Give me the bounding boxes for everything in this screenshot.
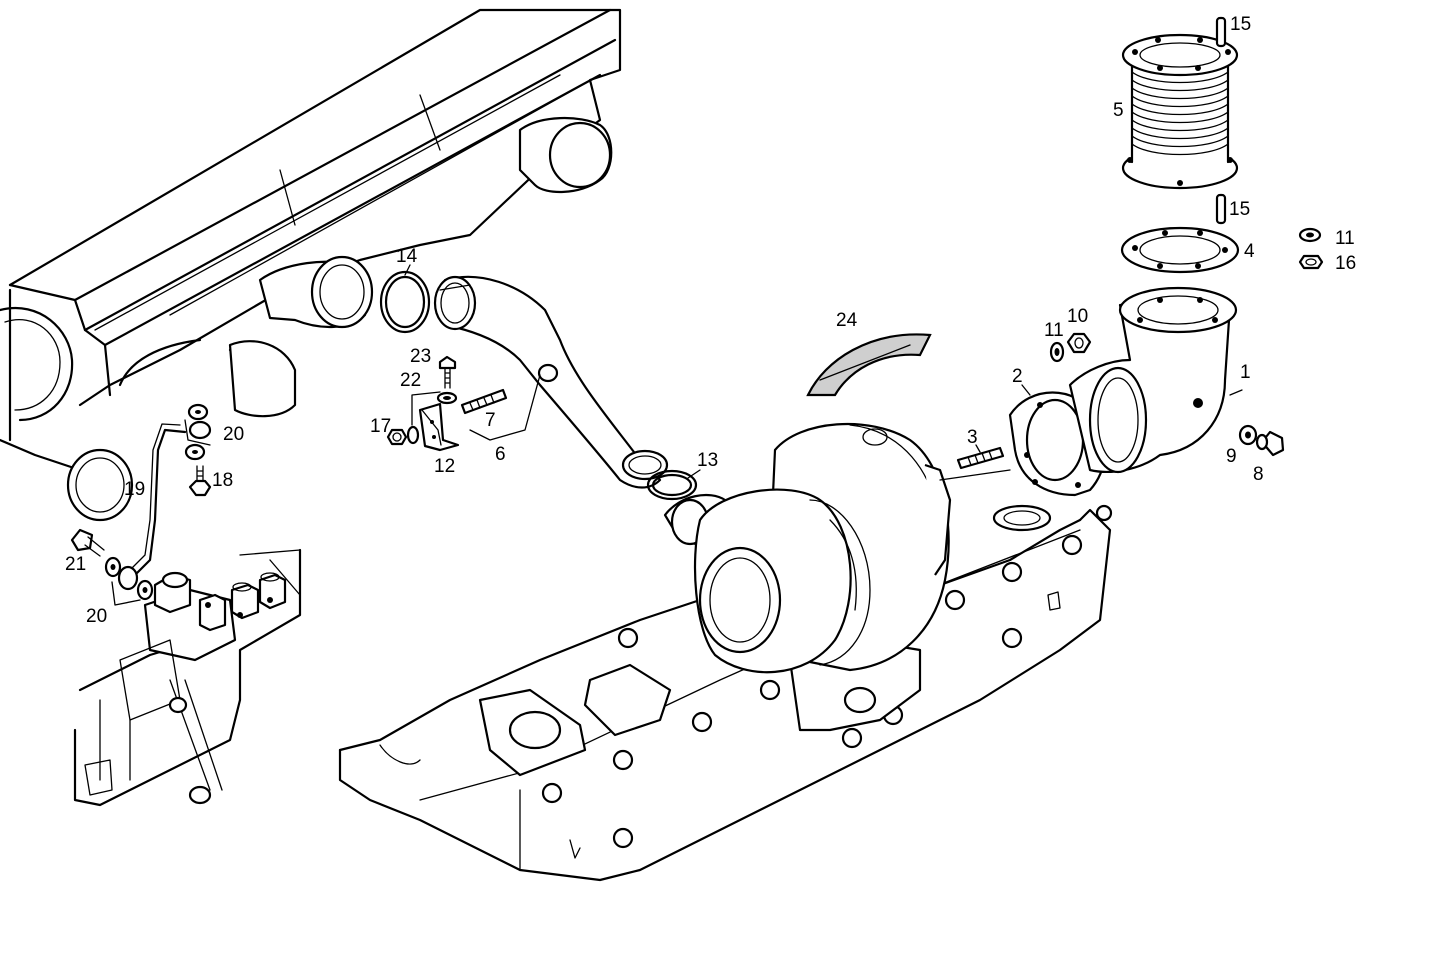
callout-15a: 15 [1230,14,1251,35]
callout-17: 17 [370,416,391,437]
engine-block [338,504,1113,882]
callout-labels: 1 2 3 4 5 6 7 8 9 10 11 11 12 13 14 15 1… [65,14,1356,627]
banjo-bolt-21 [70,528,105,557]
callout-16: 16 [1335,253,1356,274]
plug-8 [1255,430,1285,457]
injection-pump [73,548,302,807]
o-ring-14 [379,270,431,334]
callout-13: 13 [697,450,718,471]
washer-22 [436,391,458,405]
callout-20a: 20 [223,424,244,445]
callout-22: 22 [400,370,421,391]
intake-manifold [0,8,622,472]
banjo-fitting-lower [104,556,154,601]
callout-1: 1 [1240,362,1251,383]
banjo-bolt-18 [188,465,212,497]
manifold-pipe-stubs [66,117,613,522]
leader-lines [404,264,1243,479]
turbocharger [663,422,1011,674]
callout-11b: 11 [1335,228,1355,249]
callout-19: 19 [124,479,145,500]
banjo-fitting-upper [184,403,212,461]
stud-3 [956,446,1005,470]
callout-4: 4 [1244,241,1255,262]
nut-16 [1298,254,1324,270]
washer-11-right [1298,227,1322,243]
callout-8: 8 [1253,464,1264,485]
expansion-bellows-5 [1121,33,1239,190]
callout-15b: 15 [1229,199,1250,220]
o-ring-13 [646,469,698,501]
callout-7: 7 [485,410,496,431]
leader-lines-20 [111,419,211,606]
callout-5: 5 [1113,100,1124,121]
heat-shield-24 [806,333,932,397]
pin-15-top [1215,16,1227,48]
nut-17 [386,425,420,446]
callout-11a: 11 [1044,320,1064,341]
intake-elbow-pipe [433,275,669,489]
callout-9: 9 [1226,446,1237,467]
leader-lines-6-12-22 [411,374,541,441]
bracket-12 [418,402,460,452]
nut-10 [1066,332,1092,354]
callout-3: 3 [967,427,978,448]
exhaust-elbow-1 [1068,286,1238,474]
oil-line-19 [129,423,187,577]
washer-9 [1238,424,1258,446]
callout-14: 14 [396,246,418,267]
callout-21: 21 [65,554,86,575]
callout-2: 2 [1012,366,1023,387]
pin-15-bottom [1215,193,1227,225]
washer-11-mid [1049,341,1065,363]
callout-10: 10 [1067,306,1088,327]
callout-24: 24 [836,310,858,331]
flange-gasket-4 [1120,226,1240,274]
screw-23 [438,355,457,389]
callout-18: 18 [212,470,233,491]
callout-12: 12 [434,456,455,477]
callout-20b: 20 [86,606,107,627]
stud-7 [460,388,508,415]
callout-23: 23 [410,346,431,367]
callout-6: 6 [495,444,506,465]
